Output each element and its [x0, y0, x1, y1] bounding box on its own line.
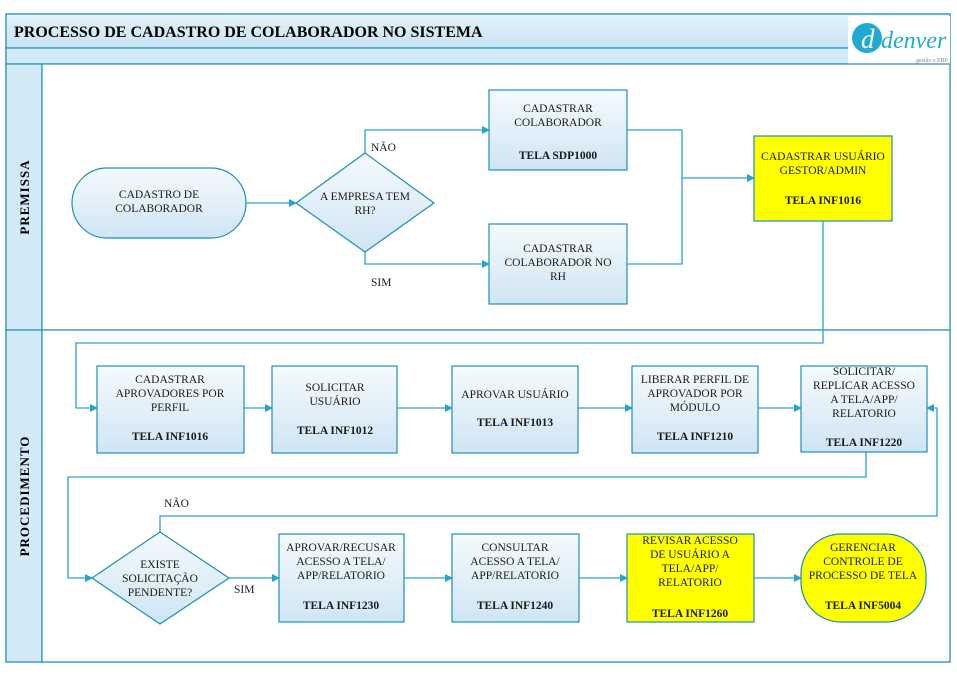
edge-decision-nao — [364, 126, 490, 153]
node-code-aprovar-recusar: TELA INF1230 — [303, 600, 380, 612]
edge-usuario-aprovadores — [75, 221, 824, 412]
node-code-liberar-perfil: TELA INF1210 — [657, 431, 734, 443]
box-cadastrar-usuario-gestor[interactable] — [753, 135, 893, 222]
subheader-band — [5, 47, 951, 65]
node-code-solicitar-replicar: TELA INF1220 — [826, 437, 903, 449]
box-cadastrar-aprovadores[interactable] — [96, 365, 245, 454]
edge-label-sim-bottom: SIM — [234, 584, 254, 596]
logo-tagline: gestão e ERP — [916, 58, 949, 64]
connectors — [67, 126, 938, 582]
start-terminator[interactable] — [71, 167, 247, 239]
node-code-gerenciar: TELA INF5004 — [825, 600, 902, 612]
box-solicitar-replicar[interactable] — [800, 365, 928, 453]
edge-label-nao-top: NÃO — [371, 140, 396, 154]
logo-circle-icon — [852, 23, 882, 53]
edge-label-nao-bottom: NÃO — [164, 496, 189, 510]
page-title: PROCESSO DE CADASTRO DE COLABORADOR NO S… — [14, 24, 483, 41]
node-code-solicitar-usuario: TELA INF1012 — [297, 425, 374, 437]
box-revisar-acesso[interactable] — [626, 533, 755, 623]
decision-existe-solicitacao[interactable] — [90, 531, 231, 625]
lane-label-procedimento-bg — [5, 329, 43, 663]
edge-label-sim-top: SIM — [371, 277, 391, 289]
node-label-aprovar-usuario: APROVAR USUÁRIO — [461, 387, 568, 401]
svg-text:d: d — [861, 24, 875, 54]
box-cadastrar-colaborador[interactable] — [488, 89, 628, 171]
node-code-consultar-acesso: TELA INF1240 — [477, 600, 554, 612]
box-liberar-perfil[interactable] — [631, 365, 759, 454]
edge-replicar-decision — [67, 452, 867, 582]
edge-decision-sim — [364, 252, 490, 268]
box-solicitar-usuario[interactable] — [271, 365, 398, 454]
end-terminator-gerenciar[interactable] — [800, 533, 927, 623]
title-bar — [5, 13, 951, 49]
lane-title-procedimento: PROCEDIMENTO — [17, 436, 32, 557]
lane-title-premissa: PREMISSA — [17, 159, 32, 234]
box-consultar-acesso[interactable] — [451, 533, 580, 623]
denver-logo: d denver gestão e ERP — [848, 16, 950, 64]
node-code-cadastrar-usuario: TELA INF1016 — [785, 195, 862, 207]
node-code-revisar-acesso: TELA INF1260 — [652, 608, 729, 620]
node-code-aprovar-usuario: TELA INF1013 — [477, 417, 554, 429]
node-code-cadastrar-aprovadores: TELA INF1016 — [132, 431, 209, 443]
node-code-cadastrar-colab: TELA SDP1000 — [519, 150, 598, 162]
decision-empresa-tem-rh[interactable] — [294, 152, 436, 253]
edge-decision-nao-loop — [159, 404, 938, 532]
edge-merge — [627, 129, 683, 265]
box-aprovar-usuario[interactable] — [451, 365, 579, 454]
box-cadastrar-colaborador-rh[interactable] — [488, 223, 628, 305]
logo-text: denver — [881, 28, 947, 54]
box-aprovar-recusar[interactable] — [278, 533, 405, 623]
